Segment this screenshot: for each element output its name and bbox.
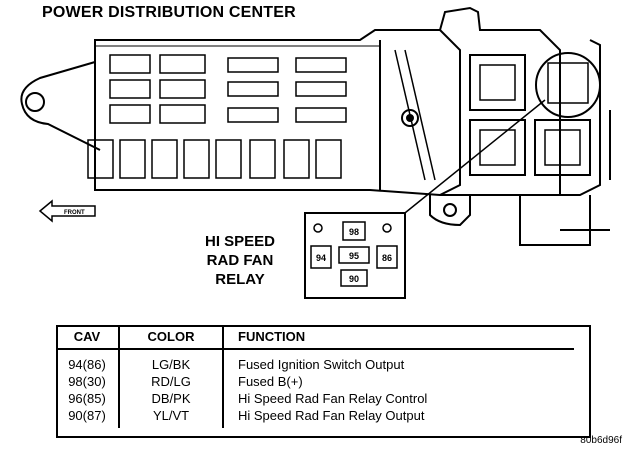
relay-label-line-3: RELAY: [215, 271, 265, 288]
header-function: FUNCTION: [223, 325, 574, 350]
color-cell: YL/VT: [119, 407, 224, 428]
function-cell: Fused B(+): [238, 374, 303, 389]
relay-label: HI SPEED RAD FAN RELAY: [150, 232, 330, 289]
table-row: 90(87) YL/VT Hi Speed Rad Fan Relay Outp…: [56, 407, 574, 428]
pinout-table: CAV COLOR FUNCTION 94(86) LG/BK Fused Ig…: [56, 325, 574, 428]
front-arrow-label: FRONT: [64, 210, 85, 216]
bottom-mounting-tabs: [429, 195, 610, 246]
relay-label-line-2: RAD FAN: [206, 252, 274, 269]
relay-label-line-1: HI SPEED: [204, 233, 276, 250]
relay-cavities: [469, 39, 611, 196]
relay-pin-90: 90: [349, 274, 359, 284]
function-cell: Hi Speed Rad Fan Relay Output: [238, 408, 425, 423]
header-color: COLOR: [119, 325, 224, 350]
relay-pin-86: 86: [382, 253, 392, 263]
relay-detail: 98 94 95 86 90: [304, 212, 406, 299]
figure-code: 80b6d96f: [580, 435, 622, 446]
function-cell: Fused Ignition Switch Output: [238, 357, 405, 372]
cav-cell: 90(87): [56, 407, 120, 428]
cav-cell: 94(86): [56, 349, 120, 373]
color-cell: LG/BK: [119, 349, 224, 373]
cav-cell: 96(85): [56, 390, 120, 407]
mounting-screw: [394, 49, 436, 181]
pdc-housing: [94, 6, 561, 196]
color-cell: DB/PK: [119, 390, 224, 407]
table-row: 96(85) DB/PK Hi Speed Rad Fan Relay Cont…: [56, 390, 574, 407]
cav-cell: 98(30): [56, 373, 120, 390]
diagram-title: POWER DISTRIBUTION CENTER: [42, 4, 296, 21]
color-cell: RD/LG: [119, 373, 224, 390]
table-row: 98(30) RD/LG Fused B(+): [56, 373, 574, 390]
function-cell: Hi Speed Rad Fan Relay Control: [238, 391, 428, 406]
front-arrow-icon: FRONT: [38, 199, 96, 223]
header-cav: CAV: [56, 325, 120, 350]
callout-leader-line: [389, 99, 546, 226]
relay-pin-98: 98: [349, 227, 359, 237]
table-row: 94(86) LG/BK Fused Ignition Switch Outpu…: [56, 349, 574, 373]
relay-pin-94: 94: [316, 253, 326, 263]
relay-pin-95: 95: [349, 251, 359, 261]
fuse-cavities: [87, 54, 347, 179]
table-header-row: CAV COLOR FUNCTION: [56, 325, 574, 350]
left-mounting-tab: [20, 61, 101, 151]
